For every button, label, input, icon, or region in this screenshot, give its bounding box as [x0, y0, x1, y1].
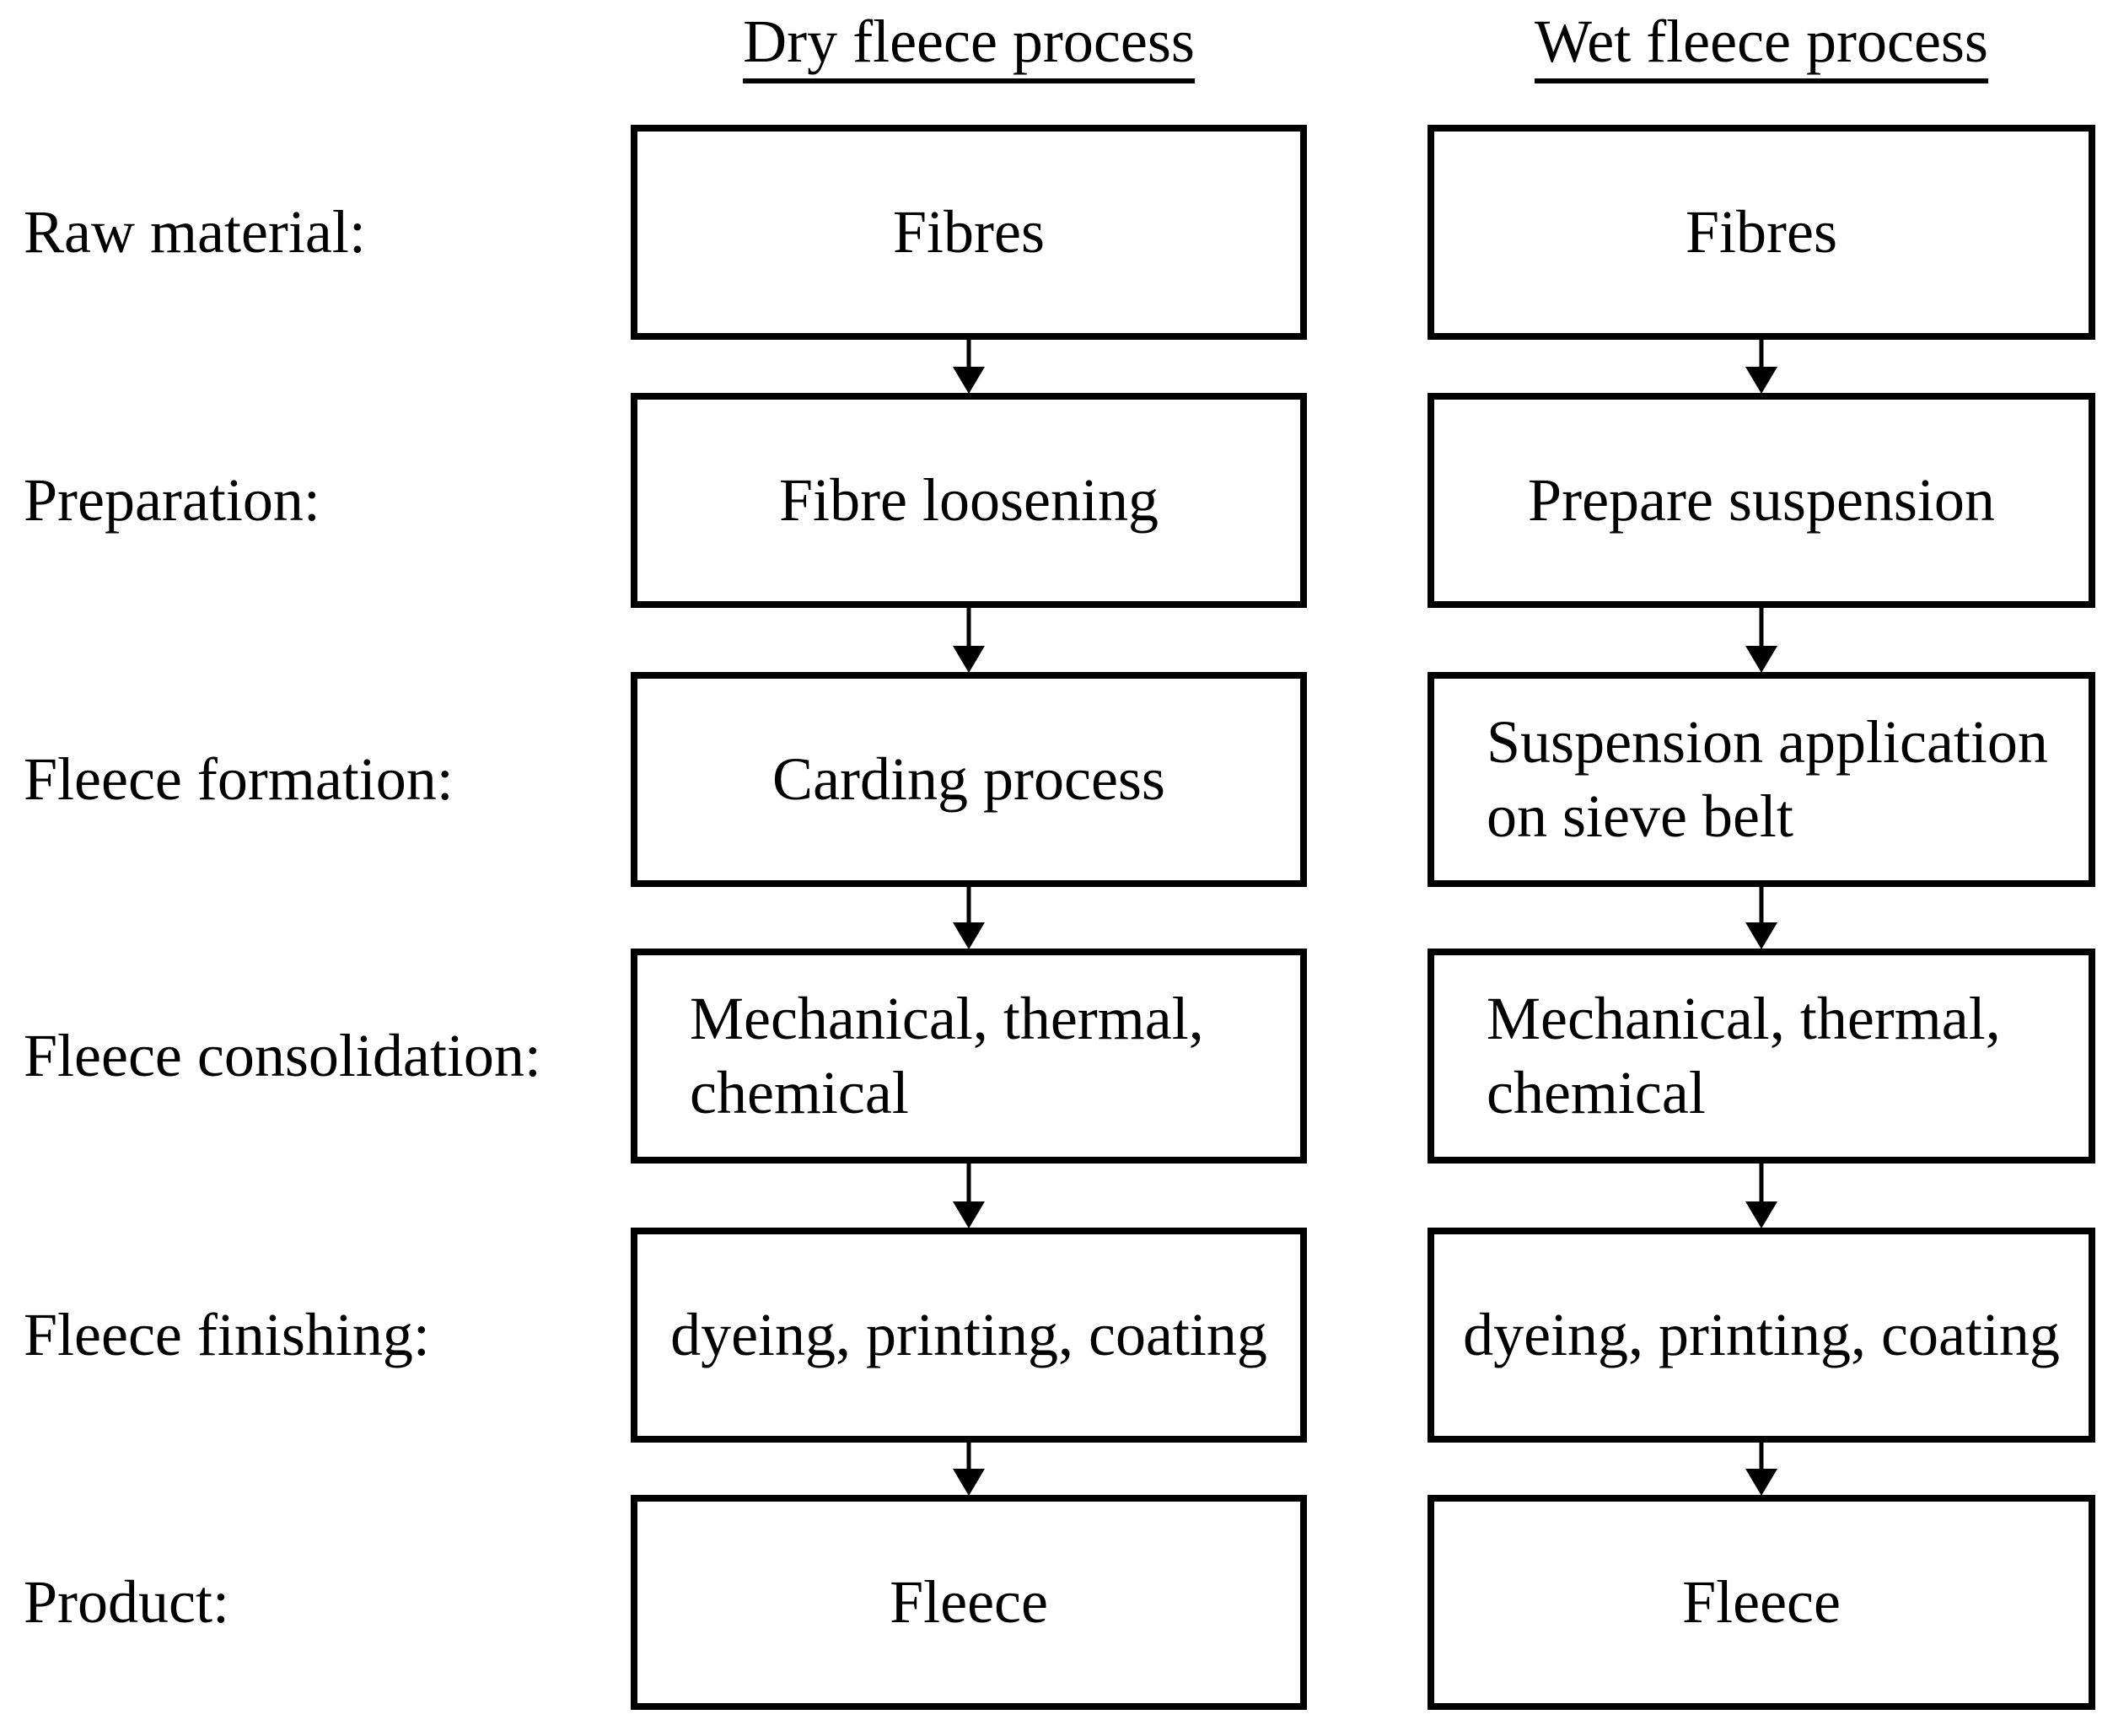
- wet-process-header-text: Wet fleece process: [1535, 8, 1988, 84]
- row-label-fleece-finishing: Fleece finishing:: [24, 1301, 430, 1368]
- arrow-stem: [966, 608, 971, 648]
- wet-process-header: Wet fleece process: [1427, 8, 2095, 101]
- row-label-fleece-consolidation: Fleece consolidation:: [24, 1022, 541, 1089]
- arrow-down-icon: [1745, 608, 1777, 673]
- arrow-head: [1745, 646, 1777, 673]
- arrow-stem: [966, 340, 971, 368]
- wet-box-fleece-formation: Suspension application on sieve belt: [1427, 672, 2095, 887]
- wet-box-fleece-finishing: dyeing, printing, coating: [1427, 1228, 2095, 1443]
- arrow-head: [1745, 1201, 1777, 1228]
- arrow-head: [953, 646, 985, 673]
- row-label-product: Product:: [24, 1568, 229, 1636]
- arrow-stem: [1759, 1164, 1764, 1203]
- row-label-fleece-formation: Fleece formation:: [24, 745, 454, 813]
- arrow-stem: [1759, 1443, 1764, 1470]
- arrow-down-icon: [953, 1443, 985, 1496]
- dry-box-fleece-formation: Carding process: [631, 672, 1307, 887]
- arrow-stem: [1759, 340, 1764, 368]
- arrow-down-icon: [1745, 1164, 1777, 1228]
- arrow-head: [953, 922, 985, 949]
- arrow-down-icon: [953, 887, 985, 949]
- row-label-preparation: Preparation:: [24, 466, 320, 534]
- dry-box-fleece-finishing: dyeing, printing, coating: [631, 1228, 1307, 1443]
- arrow-stem: [1759, 887, 1764, 924]
- arrow-head: [1745, 1469, 1777, 1496]
- arrow-head: [953, 367, 985, 394]
- arrow-stem: [966, 1443, 971, 1470]
- arrow-down-icon: [953, 1164, 985, 1228]
- arrow-stem: [966, 1164, 971, 1203]
- dry-box-preparation: Fibre loosening: [631, 393, 1307, 608]
- dry-process-header-text: Dry fleece process: [743, 8, 1195, 84]
- arrow-stem: [966, 887, 971, 924]
- wet-box-preparation: Prepare suspension: [1427, 393, 2095, 608]
- arrow-head: [1745, 367, 1777, 394]
- arrow-down-icon: [1745, 1443, 1777, 1496]
- arrow-down-icon: [1745, 887, 1777, 949]
- arrow-head: [953, 1469, 985, 1496]
- arrow-down-icon: [1745, 340, 1777, 394]
- wet-box-product: Fleece: [1427, 1495, 2095, 1710]
- arrow-stem: [1759, 608, 1764, 648]
- row-label-raw-material: Raw material:: [24, 198, 366, 266]
- arrow-head: [1745, 922, 1777, 949]
- wet-box-raw-material: Fibres: [1427, 125, 2095, 340]
- arrow-head: [953, 1201, 985, 1228]
- dry-box-fleece-consolidation: Mechanical, thermal, chemical: [631, 949, 1307, 1164]
- dry-process-header: Dry fleece process: [631, 8, 1307, 101]
- dry-box-raw-material: Fibres: [631, 125, 1307, 340]
- arrow-down-icon: [953, 340, 985, 394]
- wet-box-fleece-consolidation: Mechanical, thermal, chemical: [1427, 949, 2095, 1164]
- arrow-down-icon: [953, 608, 985, 673]
- dry-box-product: Fleece: [631, 1495, 1307, 1710]
